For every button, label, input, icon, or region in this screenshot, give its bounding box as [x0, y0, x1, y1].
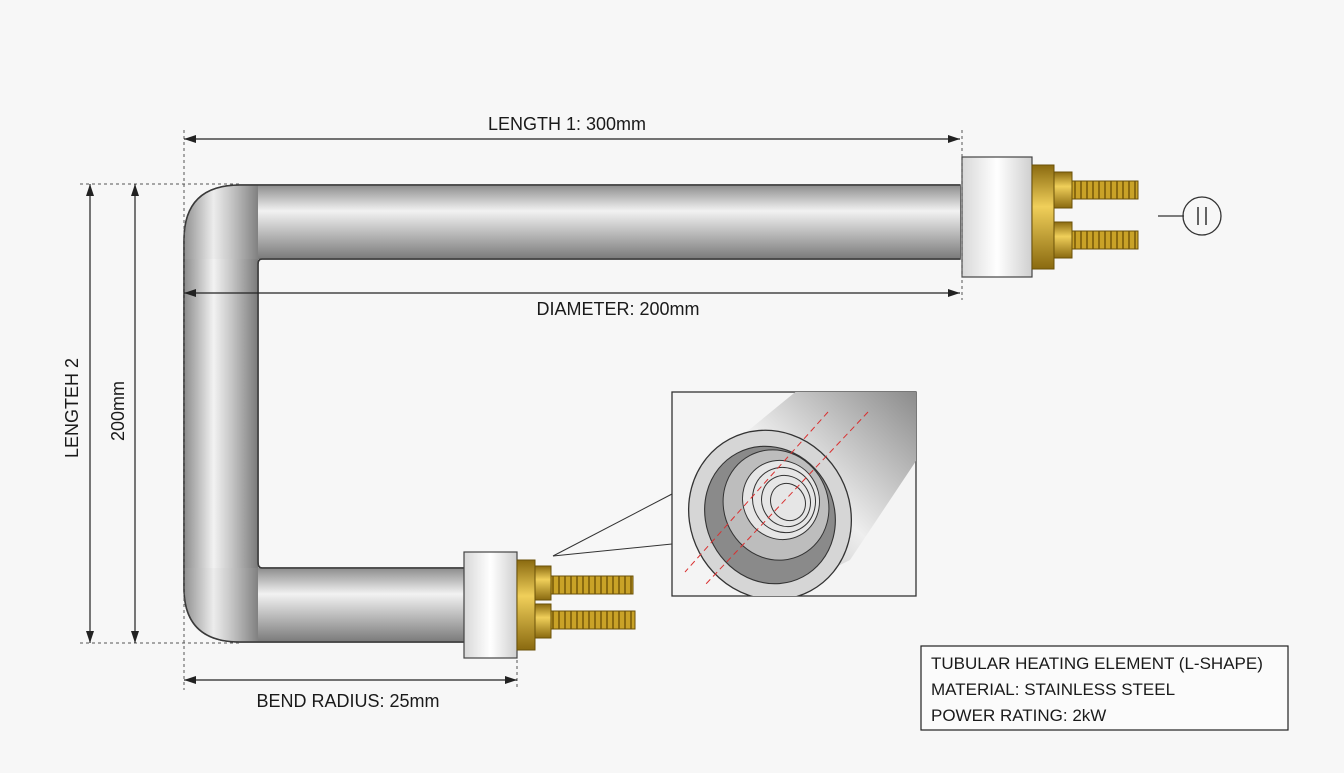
length2-value: 200mm: [108, 381, 128, 441]
info-box: TUBULAR HEATING ELEMENT (L-SHAPE) MATERI…: [920, 645, 1289, 731]
bottom-terminal: [463, 551, 636, 659]
tube: [183, 184, 961, 643]
info-line-title: TUBULAR HEATING ELEMENT (L-SHAPE): [931, 654, 1263, 673]
info-line-power: POWER RATING: 2kW: [931, 706, 1106, 725]
length2-label: LENGTEH 2: [62, 358, 82, 458]
ground-symbol-icon: [1158, 196, 1222, 236]
dimension-lines: [80, 130, 963, 690]
callout-leader: [552, 493, 673, 557]
length1-label: LENGTH 1: 300mm: [488, 114, 646, 134]
diameter-label: DIAMETER: 200mm: [536, 299, 699, 319]
info-line-material: MATERIAL: STAINLESS STEEL: [931, 680, 1175, 699]
top-terminal: [961, 156, 1139, 278]
cross-section-detail: [671, 391, 917, 597]
bend-radius-label: BEND RADIUS: 25mm: [256, 691, 439, 711]
